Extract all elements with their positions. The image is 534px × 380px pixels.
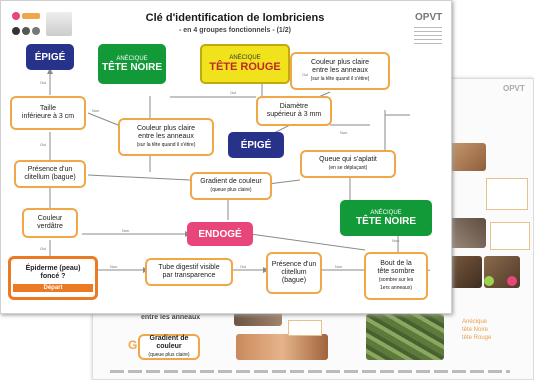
brand-info [414,26,442,44]
worm-photo-3 [448,256,482,288]
edge-label-non: Non [392,238,400,243]
edge-label-non: Non [92,108,100,113]
worm-badge-green [484,276,494,286]
edge-label-oui: Oui [240,264,247,269]
category-epige-mid: ÉPIGÉ [228,132,284,158]
back-sheet-letter-g: G [128,338,138,352]
category-anecique-tete-rouge: ANÉCIQUE TÊTE ROUGE [200,44,290,84]
page-title: Clé d'identification de lombriciens [145,12,325,24]
back-sheet-caption [288,320,322,336]
worm-badge-pink [507,276,517,286]
category-anecique-tete-noire-bottom: ANÉCIQUE TÊTE NOIRE [340,200,432,236]
worm-photo-5 [234,312,282,326]
logo-left-3 [46,12,72,36]
back-sheet-row-label: entre les anneaux [141,314,201,321]
page-subtitle: - en 4 groupes fonctionnels - (1/2) [178,27,291,34]
brand-logo: OPVT [415,12,443,23]
back-gradient-box: Gradient de couleur (queue plus claire) [138,334,200,360]
category-anecique-tete-noire-top: ANÉCIQUE TÊTE NOIRE [98,44,166,84]
node-queue-aplatit: Queue qui s'aplatit(en se déplaçant) [300,150,396,178]
category-endoge: ENDOGÉ [187,222,253,246]
edge-label-oui: Oui [302,72,309,77]
back-sheet-brand: OPVT [503,84,525,93]
node-gradient-couleur: Gradient de couleur(queue plus claire) [190,172,272,200]
back-sheet-footer [110,370,510,373]
worm-photo-1 [448,143,486,171]
node-epiderme: Épiderme (peau)foncé ? Départ [8,256,98,300]
worm-photo-2 [448,218,486,248]
worm-photo-6 [236,334,328,360]
edge-label-non: Non [340,130,348,135]
back-sheet-textblock-2 [490,222,530,250]
edge-label-oui: Oui [40,80,47,85]
back-sheet-textblock-1 [486,178,528,210]
edge-label-non: Non [122,228,130,233]
edge-label-oui: Oui [40,142,47,147]
edge-label-non: Non [110,264,118,269]
start-label: Départ [13,283,93,292]
worm-photo-7 [366,314,444,360]
edge-label-oui: Oui [40,246,47,251]
logo-left-2 [12,27,42,35]
edge-label-non: Non [335,264,343,269]
edge-label-oui: Oui [230,90,237,95]
logo-left [12,12,42,22]
back-anecique-labels: Anécique tête Noire tête Rouge [462,319,492,341]
category-epige-top: ÉPIGÉ [26,44,74,70]
